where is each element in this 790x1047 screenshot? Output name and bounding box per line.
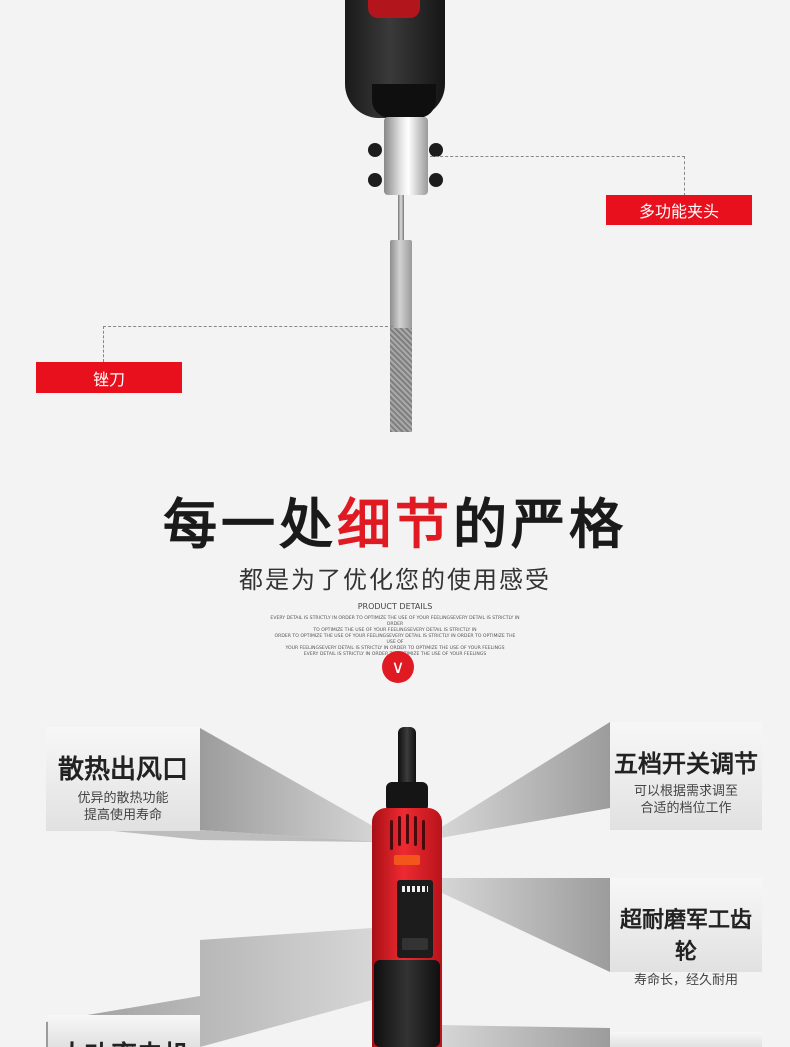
ray [440,722,610,838]
multi-chuck-image [384,117,428,195]
vent-slot [398,816,401,846]
vent-slot [414,816,417,846]
tool-collar [372,84,436,118]
file-grit [390,328,412,432]
tool-neck [386,782,428,812]
chevron-glyph: ∨ [391,656,405,678]
feature-desc: 可以根据需求调至 [633,784,738,799]
vent-slot [390,820,393,850]
feature-title: 五档开关调节 [614,750,758,778]
speed-indicator [394,855,420,865]
english-line: YOUR FEELINGSEVERY DETAIL IS STRICTLY IN… [285,646,505,651]
chuck-knob [368,173,382,187]
heading-part: 的严格 [453,493,627,556]
feature-switch: 五档开关调节 可以根据需求调至 合适的档位工作 [610,722,762,830]
feature-desc: 合适的档位工作 [640,801,732,816]
feature-partial-box [610,1032,762,1047]
section-heading: 每一处细节的严格 [0,480,790,559]
feature-desc: 提高使用寿命 [83,808,162,823]
feature-desc: 寿命长，经久耐用 [633,973,738,988]
chuck-knob [429,143,443,157]
chuck-callout-label: 多功能夹头 [606,195,752,225]
chevron-down-icon: ∨ [382,651,414,683]
speed-levels-icon [402,886,428,892]
file-shank [398,195,404,245]
file-callout-label: 锉刀 [36,362,182,393]
english-line: ORDER TO OPTIMIZE THE USE OF YOUR FEELIN… [274,634,516,645]
leader-line [103,326,393,327]
feature-gear: 超耐磨军工齿轮 寿命长，经久耐用 [610,878,762,988]
chuck-knob [429,173,443,187]
heading-part: 每一处 [163,493,337,556]
leader-line [684,156,685,196]
feature-title: 超耐磨军工齿轮 [619,908,752,965]
ray [200,728,380,842]
feature-desc: 优异的散热功能 [77,791,169,806]
leader-line [430,156,685,157]
ray [440,1025,610,1047]
tool-grip-accent [368,0,420,18]
chuck-knob [368,143,382,157]
english-line: TO OPTIMIZE THE USE OF YOUR FEELINGSEVER… [313,628,477,633]
ray [440,878,610,972]
section-subtitle: 都是为了优化您的使用感受 [239,566,551,594]
heading-highlight: 细节 [337,493,453,556]
tool-grip-band [374,960,440,1047]
english-title: PRODUCT DETAILS [357,602,433,611]
feature-title: 大功率电机 [48,1035,200,1047]
feature-vent: 散热出风口 优异的散热功能 提高使用寿命 [46,727,200,831]
feature-motor: 大功率电机 [48,1015,200,1047]
vent-slot [422,820,425,850]
power-switch [402,938,428,950]
feature-title: 散热出风口 [57,755,188,785]
vent-slot [406,814,409,844]
english-line: EVERY DETAIL IS STRICTLY IN ORDER TO OPT… [270,616,520,627]
leader-line [103,326,104,362]
